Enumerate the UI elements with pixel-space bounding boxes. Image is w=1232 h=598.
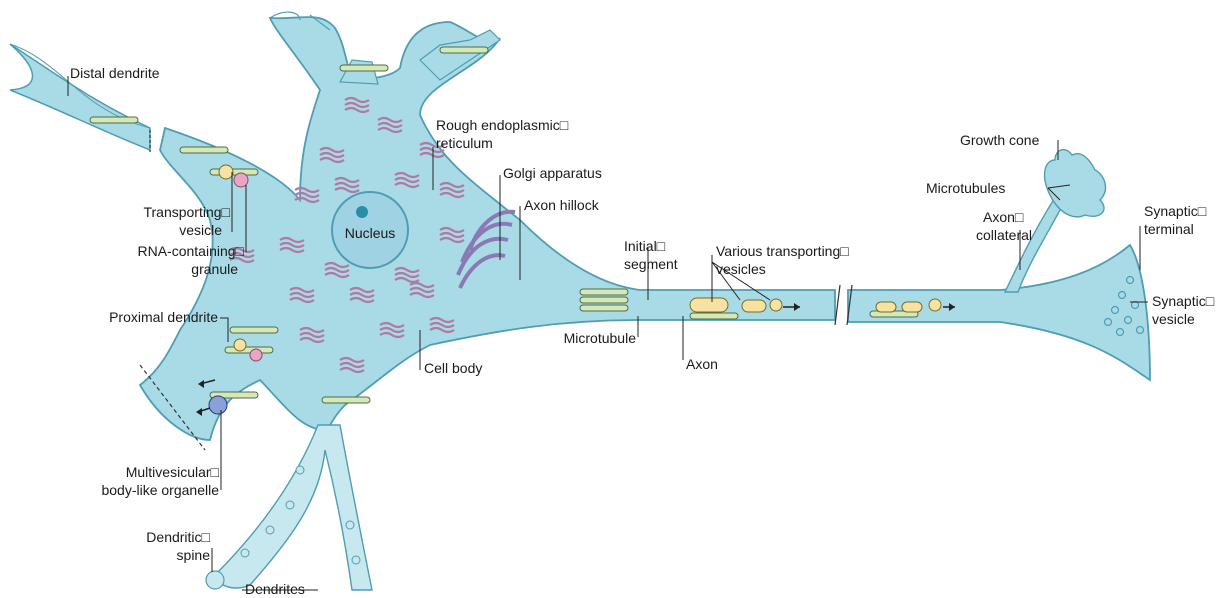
label-dendrites: Dendrites bbox=[245, 581, 305, 597]
label-distal-dendrite: Distal dendrite bbox=[70, 65, 160, 81]
label-microtubules: Microtubules bbox=[926, 180, 1005, 196]
label-nucleus: Nucleus bbox=[345, 225, 396, 241]
label-rough-er-2: reticulum bbox=[436, 135, 493, 151]
label-various-vesicles-1: Various transporting□ bbox=[716, 243, 849, 259]
label-dendritic-spine-2: spine bbox=[177, 547, 211, 563]
label-microtubule: Microtubule bbox=[564, 330, 637, 346]
label-synaptic-vesicle-2: vesicle bbox=[1152, 311, 1195, 327]
label-multivesicular-1: Multivesicular□ bbox=[126, 464, 220, 480]
label-growth-cone: Growth cone bbox=[960, 132, 1040, 148]
label-synaptic-terminal-1: Synaptic□ bbox=[1144, 203, 1207, 219]
label-proximal-dendrite: Proximal dendrite bbox=[109, 309, 218, 325]
label-axon-collateral-1: Axon□ bbox=[983, 209, 1024, 225]
label-golgi: Golgi apparatus bbox=[503, 165, 602, 181]
label-multivesicular-2: body-like organelle bbox=[101, 482, 219, 498]
label-axon: Axon bbox=[686, 356, 718, 372]
label-dendritic-spine-1: Dendritic□ bbox=[146, 529, 210, 545]
label-transporting-vesicle-2: vesicle bbox=[179, 222, 222, 238]
label-initial-segment-1: Initial□ bbox=[624, 238, 666, 254]
label-transporting-vesicle-1: Transporting□ bbox=[143, 204, 230, 220]
label-synaptic-terminal-2: terminal bbox=[1144, 221, 1194, 237]
label-rna-granule-2: granule bbox=[191, 261, 238, 277]
label-initial-segment-2: segment bbox=[624, 256, 678, 272]
label-rough-er-1: Rough endoplasmic□ bbox=[436, 117, 569, 133]
label-various-vesicles-2: vesicles bbox=[716, 261, 766, 277]
label-axon-hillock: Axon hillock bbox=[524, 197, 600, 213]
label-synaptic-vesicle-1: Synaptic□ bbox=[1152, 293, 1215, 309]
distal-dendrite-shape bbox=[10, 44, 150, 150]
label-rna-granule-1: RNA-containing□ bbox=[137, 243, 244, 259]
label-axon-collateral-2: collateral bbox=[976, 227, 1032, 243]
label-cell-body: Cell body bbox=[424, 360, 482, 376]
